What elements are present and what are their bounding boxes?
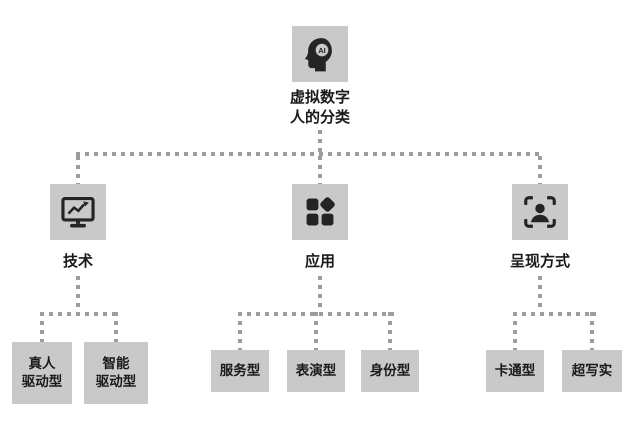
connector-to-presentation	[538, 156, 542, 184]
connector-app-down	[318, 276, 322, 312]
connector-to-ai-driven	[114, 312, 118, 342]
connector-presentation-down	[538, 276, 542, 312]
root-icon-box: AI	[292, 26, 348, 82]
branch-presentation-label: 呈现方式	[509, 253, 571, 270]
app-grid-icon	[306, 197, 335, 226]
leaf-identity-type: 身份型	[361, 350, 419, 392]
ai-head-icon: AI	[304, 38, 332, 72]
connector-root-down	[318, 130, 322, 152]
face-scan-icon	[524, 196, 556, 228]
branch-presentation-icon-box	[512, 184, 568, 240]
root-label: 虚拟数字 人的分类	[289, 89, 351, 126]
branch-app-icon-box	[292, 184, 348, 240]
connector-presentation-horizontal	[513, 312, 596, 316]
connector-to-app	[318, 156, 322, 184]
branch-tech-label: 技术	[62, 253, 94, 270]
branch-tech-icon-box	[50, 184, 106, 240]
leaf-hyperreal-type: 超写实	[562, 350, 622, 392]
connector-tech-down	[76, 276, 80, 312]
leaf-ai-driven: 智能 驱动型	[84, 342, 148, 404]
leaf-real-person-driven: 真人 驱动型	[12, 342, 72, 404]
connector-main-horizontal	[76, 152, 544, 156]
connector-to-real-person	[40, 312, 44, 342]
monitor-chart-icon	[61, 196, 95, 228]
connector-to-cartoon	[513, 312, 517, 350]
connector-to-tech	[76, 156, 80, 184]
connector-to-performance	[314, 312, 318, 350]
connector-to-hyperreal	[590, 312, 594, 350]
connector-tech-horizontal	[40, 312, 118, 316]
connector-to-identity	[388, 312, 392, 350]
leaf-performance-type: 表演型	[287, 350, 345, 392]
connector-to-service	[238, 312, 242, 350]
leaf-service-type: 服务型	[211, 350, 269, 392]
branch-app-label: 应用	[304, 253, 336, 270]
leaf-cartoon-type: 卡通型	[486, 350, 544, 392]
svg-text:AI: AI	[318, 46, 326, 55]
